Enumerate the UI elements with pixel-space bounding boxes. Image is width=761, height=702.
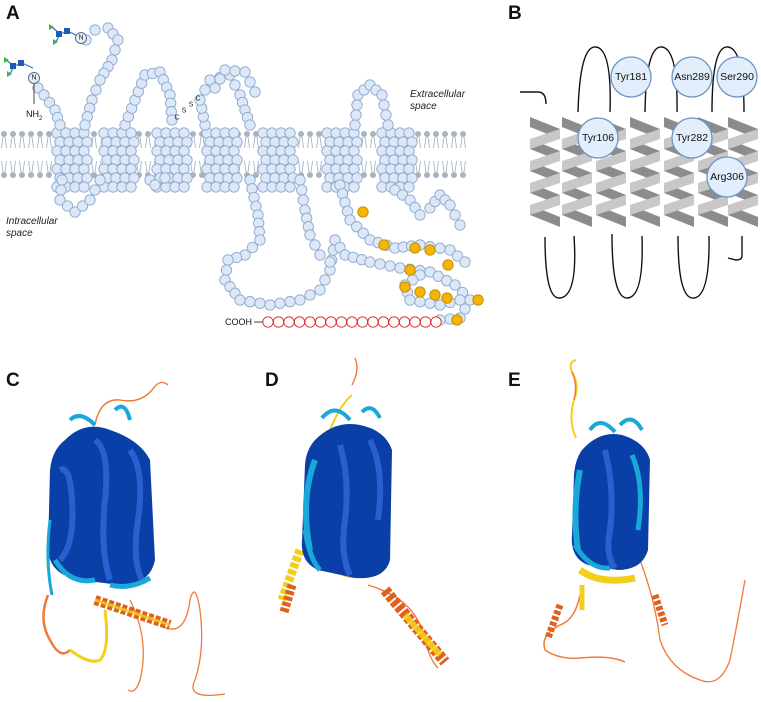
protein-topology (32, 22, 484, 328)
helix-loops (520, 46, 745, 299)
panel-d: D (265, 357, 450, 669)
glycosylation-site: N (4, 57, 40, 84)
svg-text:Arg306: Arg306 (710, 171, 744, 183)
panel-d-letter: D (265, 370, 279, 391)
residue-asn289: Asn289 (671, 56, 713, 98)
transmembrane-helix-4 (630, 117, 660, 227)
panel-c-letter: C (6, 370, 20, 391)
transmembrane-core (46, 404, 155, 596)
panel-a-letter: A (6, 3, 20, 24)
svg-text:S: S (182, 108, 187, 115)
n-terminus-label: NH2 (26, 109, 43, 122)
disulfide-bond: C S S C (174, 96, 200, 122)
svg-text:C: C (174, 115, 179, 122)
svg-text:Tyr106: Tyr106 (582, 132, 614, 144)
panel-c: C (6, 370, 226, 697)
residue-tyr106: Tyr106 (577, 117, 619, 159)
glycosylation-residue-2: N (78, 35, 83, 42)
protein-structure-c (42, 381, 226, 697)
residue-arg306: Arg306 (706, 156, 748, 198)
svg-text:S: S (189, 102, 194, 109)
extracellular-label: Extracellular space (410, 89, 468, 112)
alpha-helix-ribbon (93, 595, 172, 630)
svg-text:Asn289: Asn289 (674, 71, 710, 83)
residue-tyr282: Tyr282 (671, 117, 713, 159)
svg-text:C: C (195, 96, 200, 103)
protein-structure-e (543, 359, 746, 683)
panel-b-letter: B (508, 3, 522, 24)
panel-b: B Tyr181 Asn289 Ser290 Tyr106 Ty (508, 3, 758, 299)
intracellular-label: Intracellular space (6, 216, 60, 239)
svg-text:Tyr282: Tyr282 (676, 132, 708, 144)
protein-structure-d (277, 357, 450, 669)
c-terminus-label: COOH (225, 317, 252, 327)
svg-text:Tyr181: Tyr181 (615, 71, 647, 83)
panel-e: E (508, 359, 746, 683)
glycosylation-site: N (49, 24, 87, 45)
residue-ser290: Ser290 (716, 56, 758, 98)
panel-e-letter: E (508, 370, 521, 391)
svg-text:Ser290: Ser290 (720, 71, 754, 83)
panel-a: A N N NH2 C S (0, 3, 484, 328)
residue-tyr181: Tyr181 (610, 56, 652, 98)
glycosylation-residue-1: N (31, 75, 36, 82)
transmembrane-helix-1 (530, 117, 560, 227)
